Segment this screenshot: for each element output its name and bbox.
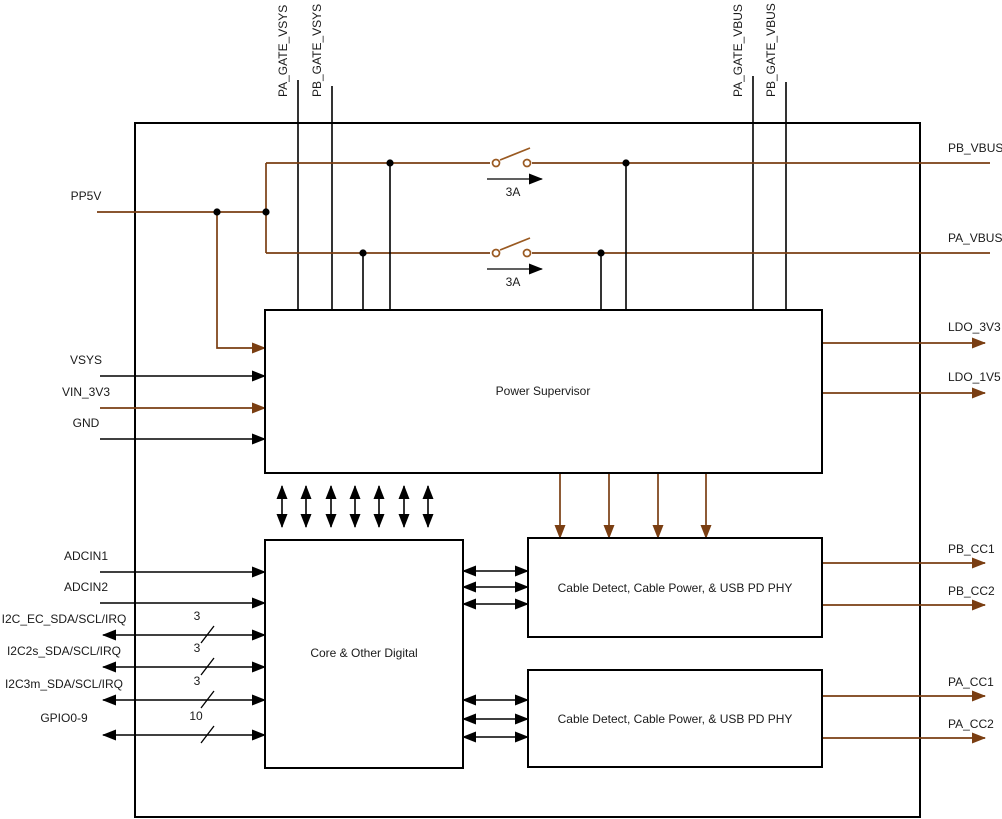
- pin-label-pa-cc2: PA_CC2: [948, 717, 994, 731]
- pin-label-pb-cc1: PB_CC1: [948, 542, 995, 556]
- pin-label-ldo-3v3: LDO_3V3: [948, 320, 1001, 334]
- switch-contact-icon: [491, 248, 501, 258]
- switch-current-limit-label: 3A: [506, 185, 521, 199]
- bus-slash-icon: [200, 725, 215, 744]
- junction-dot: [359, 249, 367, 257]
- bus-width-i2c2s: 3: [194, 641, 201, 655]
- pin-label-i2c3m: I2C3m_SDA/SCL/IRQ: [5, 677, 123, 691]
- power-switch-port-b: 3A: [487, 147, 543, 199]
- pin-label-pb-gate-vbus: PB_GATE_VBUS: [764, 3, 778, 97]
- vbus-sense-wires: [362, 163, 627, 310]
- block-core-digital: [264, 539, 464, 769]
- bus-width-i2c-ec: 3: [194, 609, 201, 623]
- block-cable-detect-port-b: [527, 537, 823, 638]
- junction-dot: [262, 208, 270, 216]
- bus-slash-icon: [200, 690, 215, 709]
- pin-label-gpio: GPIO0-9: [40, 711, 88, 725]
- pin-label-gnd: GND: [73, 416, 100, 430]
- block-label-cable-detect-port-a: Cable Detect, Cable Power, & USB PD PHY: [558, 712, 793, 726]
- block-label-power-supervisor: Power Supervisor: [496, 384, 591, 398]
- top-pin-wires: [297, 76, 787, 310]
- pin-label-vin-3v3: VIN_3V3: [62, 385, 110, 399]
- junction-dots: [213, 159, 630, 257]
- block-power-supervisor: [264, 309, 823, 474]
- wire-pp5v-to-supervisor: [216, 212, 266, 354]
- core-cable-a-bus: [462, 694, 529, 743]
- switch-blade-icon: [499, 147, 531, 161]
- pin-label-adcin2: ADCIN2: [64, 580, 108, 594]
- switch-contact-icon: [491, 158, 501, 168]
- pin-label-vsys: VSYS: [70, 353, 102, 367]
- bus-width-gpio: 10: [189, 709, 203, 723]
- pin-label-pb-cc2: PB_CC2: [948, 584, 995, 598]
- bus-width-slashes: [200, 625, 215, 744]
- switch-contact-icon: [522, 158, 532, 168]
- pin-label-pa-cc1: PA_CC1: [948, 675, 994, 689]
- pin-label-pa-gate-vbus: PA_GATE_VBUS: [731, 4, 745, 97]
- core-cable-b-bus: [462, 565, 529, 610]
- pin-label-pa-gate-vsys: PA_GATE_VSYS: [276, 5, 290, 97]
- bus-width-i2c3m: 3: [194, 674, 201, 688]
- switch-contact-icon: [522, 248, 532, 258]
- pin-label-pa-vbus: PA_VBUS: [948, 231, 1002, 245]
- pin-label-pb-gate-vsys: PB_GATE_VSYS: [310, 4, 324, 97]
- power-rails: [97, 162, 990, 744]
- pin-label-adcin1: ADCIN1: [64, 549, 108, 563]
- pin-label-pb-vbus: PB_VBUS: [948, 141, 1002, 155]
- bus-slash-icon: [200, 625, 215, 644]
- pin-label-ldo-1v5: LDO_1V5: [948, 370, 1001, 384]
- block-label-cable-detect-port-b: Cable Detect, Cable Power, & USB PD PHY: [558, 581, 793, 595]
- pin-label-pp5v: PP5V: [71, 189, 102, 203]
- junction-dot: [622, 159, 630, 167]
- pin-label-i2c-ec: I2C_EC_SDA/SCL/IRQ: [2, 612, 127, 626]
- power-switch-port-a: 3A: [487, 237, 543, 289]
- block-cable-detect-port-a: [527, 669, 823, 768]
- junction-dot: [386, 159, 394, 167]
- supervisor-core-bus: [276, 485, 434, 528]
- bus-slash-icon: [200, 657, 215, 676]
- block-label-core-digital: Core & Other Digital: [310, 646, 417, 660]
- junction-dot: [597, 249, 605, 257]
- pin-label-i2c2s: I2C2s_SDA/SCL/IRQ: [7, 644, 121, 658]
- switch-current-limit-label: 3A: [506, 275, 521, 289]
- junction-dot: [213, 208, 221, 216]
- switch-blade-icon: [499, 237, 531, 251]
- left-signal-wires: [100, 370, 266, 741]
